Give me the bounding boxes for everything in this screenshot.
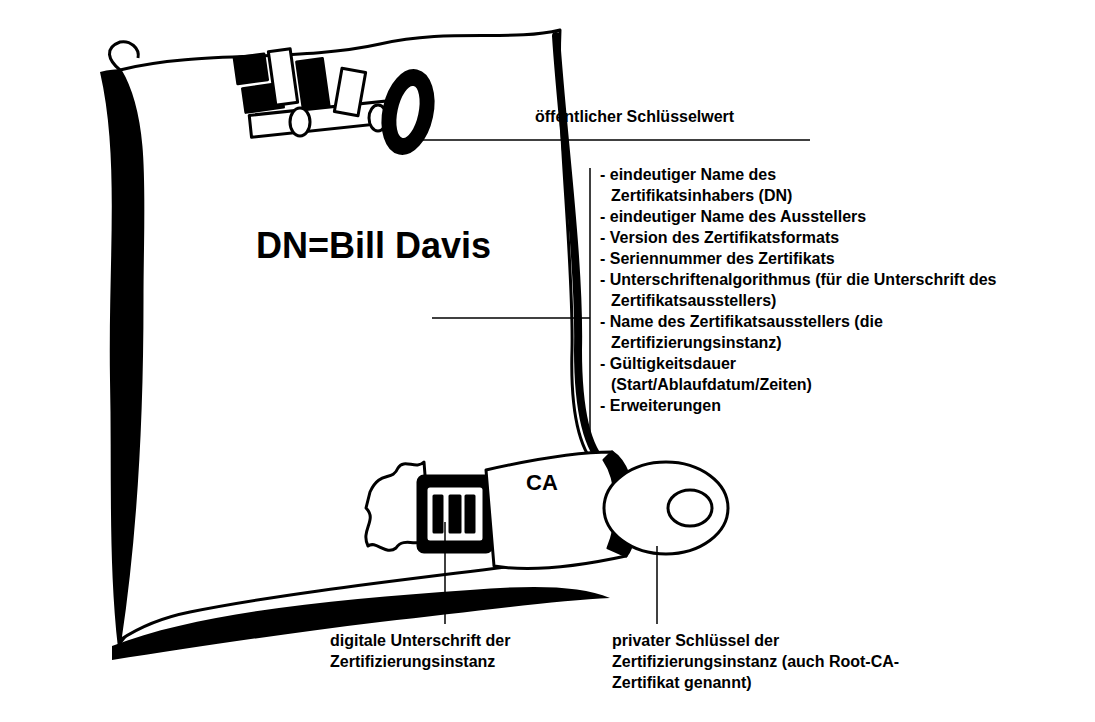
leader-line [432, 317, 590, 319]
leader-line [589, 168, 591, 436]
field-list-item: - eindeutiger Name des Zertifikatsinhabe… [600, 164, 850, 206]
holder-name: DN=Bill Davis [256, 224, 491, 267]
field-list-item: - Version des Zertifikatsformats [600, 227, 1030, 248]
public-key-symbol [234, 49, 440, 158]
field-list-item: - Name des Zertifikatsausstellers (die Z… [600, 311, 920, 353]
leader-line [444, 522, 446, 624]
field-list-item: - Gültigkeitsdauer (Start/Ablaufdatum/Ze… [600, 353, 835, 395]
field-list-item: - Erweiterungen [600, 395, 1030, 416]
leader-line [656, 546, 658, 624]
callout-label: öffentlicher Schlüsselwert [535, 106, 734, 127]
scroll-fold [109, 42, 138, 70]
scroll-edge [556, 36, 606, 466]
field-list-item: - eindeutiger Name des Ausstellers [600, 206, 1030, 227]
field-list-item: - Unterschriftenalgorithmus (für die Unt… [600, 269, 1000, 311]
leader-line [404, 139, 810, 141]
field-list-item: - Seriennummer des Zertifikats [600, 248, 1030, 269]
callout-label: digitale Unterschrift der Zertifizierung… [330, 630, 570, 672]
callout-label: privater Schlüssel der Zertifizierungsin… [612, 630, 942, 693]
stamp-label: CA [526, 470, 558, 496]
ca-stamp-symbol [366, 452, 728, 568]
